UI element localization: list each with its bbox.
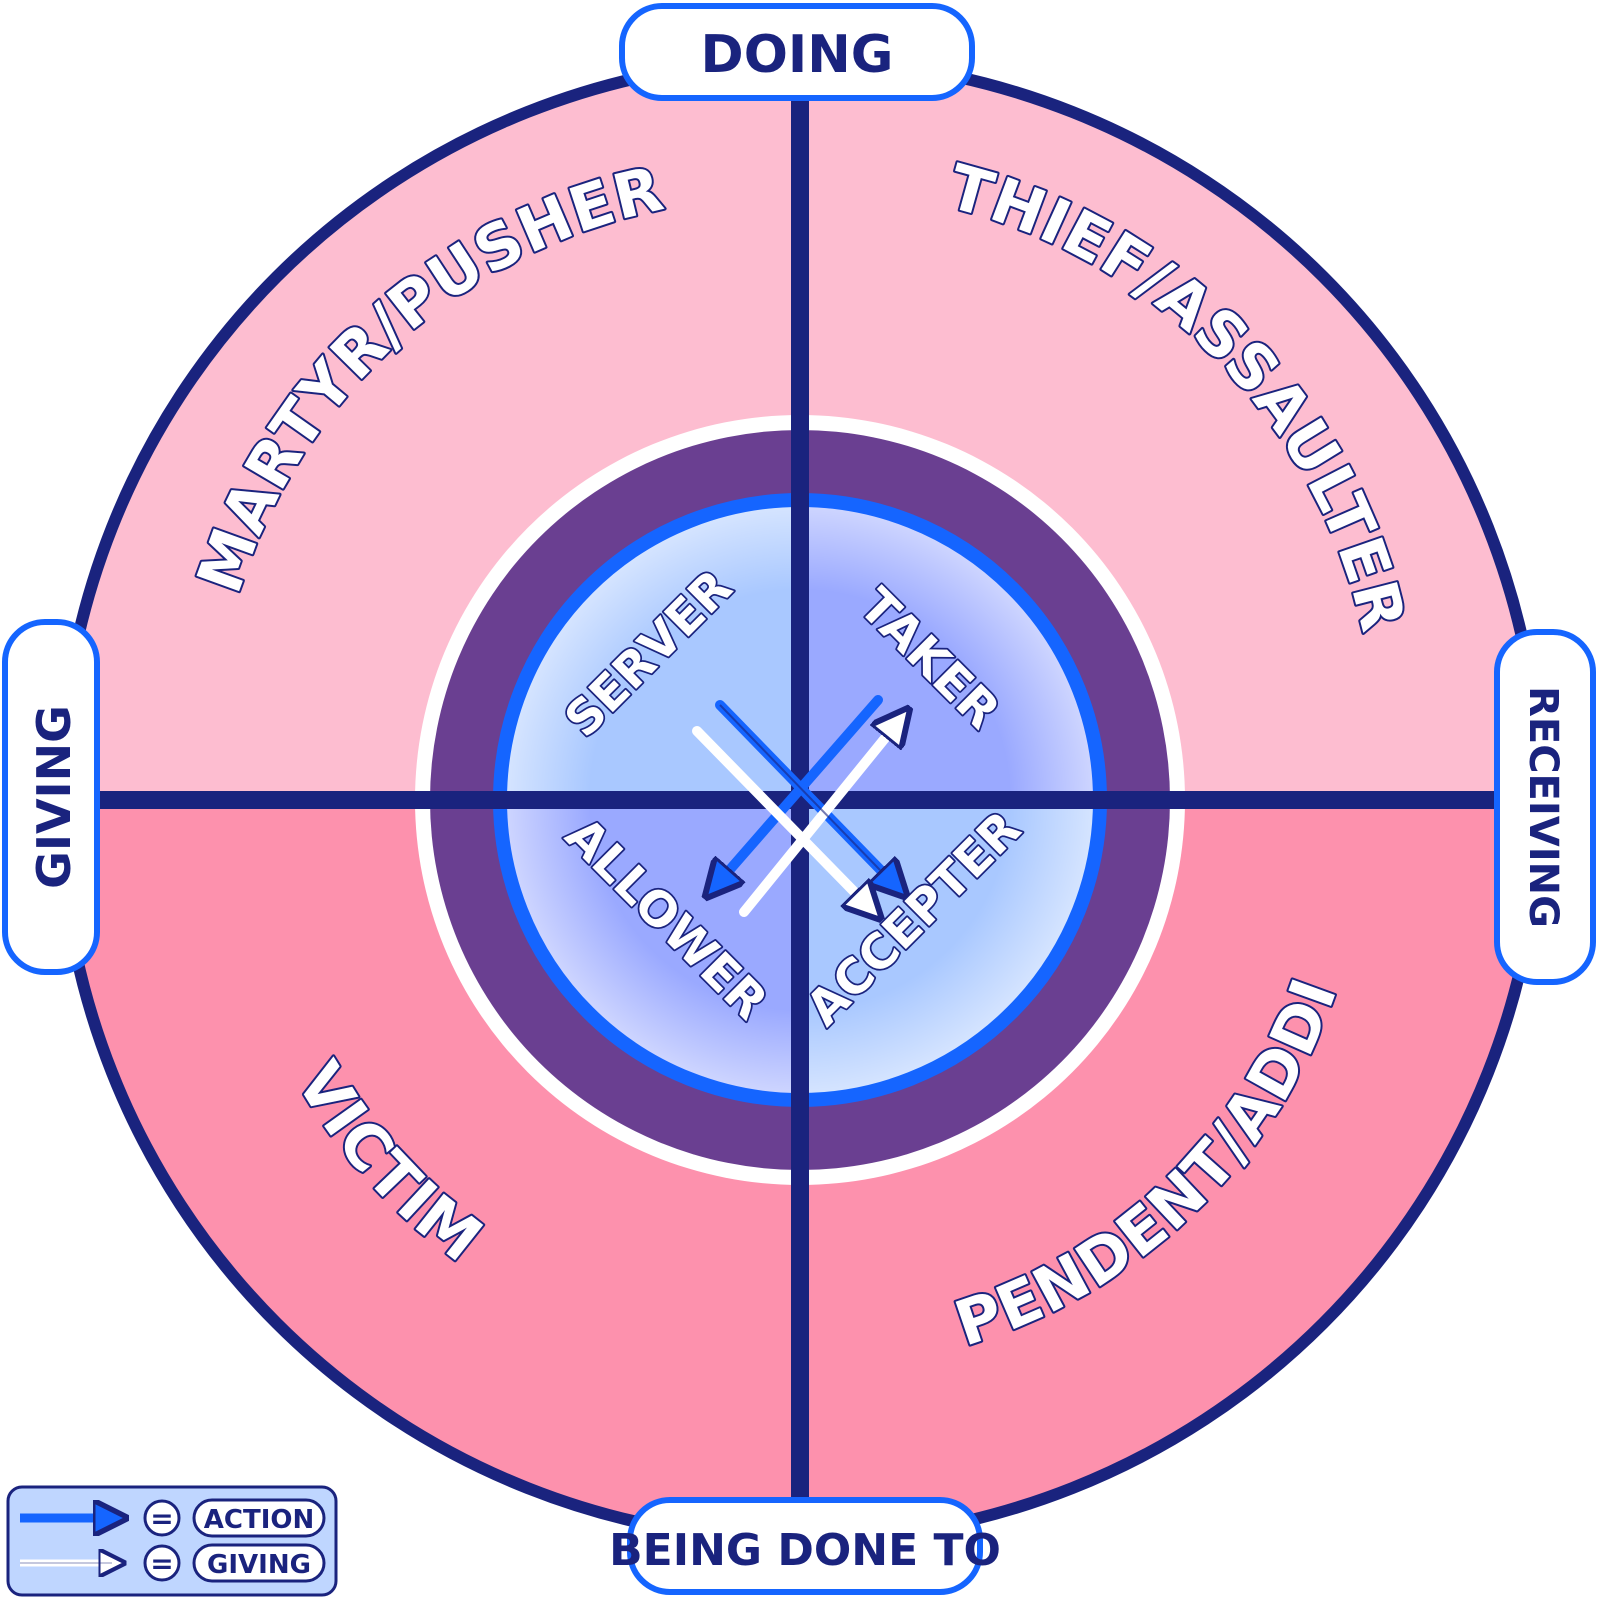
axis-pill-doing: DOING <box>619 3 975 101</box>
axis-pill-receiving: RECEIVING <box>1494 629 1596 985</box>
axis-pill-giving: GIVING <box>2 619 100 975</box>
giving-arrow-up-right <box>739 716 903 917</box>
legend-label-giving: GIVING <box>207 1550 311 1580</box>
legend-equals-giving: = <box>150 1547 173 1580</box>
axis-label-giving: GIVING <box>27 705 81 889</box>
action-arrow-down-left <box>712 695 883 890</box>
giving-arrow-down-right-long <box>692 726 874 912</box>
axis-label-being-done-to: BEING DONE TO <box>609 1525 1001 1576</box>
legend-label-action: ACTION <box>204 1505 314 1535</box>
axis-label-doing: DOING <box>701 25 894 85</box>
axis-pill-being-done-to: BEING DONE TO <box>609 1497 1001 1595</box>
legend: = = ACTION GIVING <box>6 1485 338 1597</box>
axis-label-receiving: RECEIVING <box>1520 686 1566 928</box>
action-arrow-outline-1 <box>719 704 881 871</box>
legend-equals-action: = <box>150 1502 173 1535</box>
